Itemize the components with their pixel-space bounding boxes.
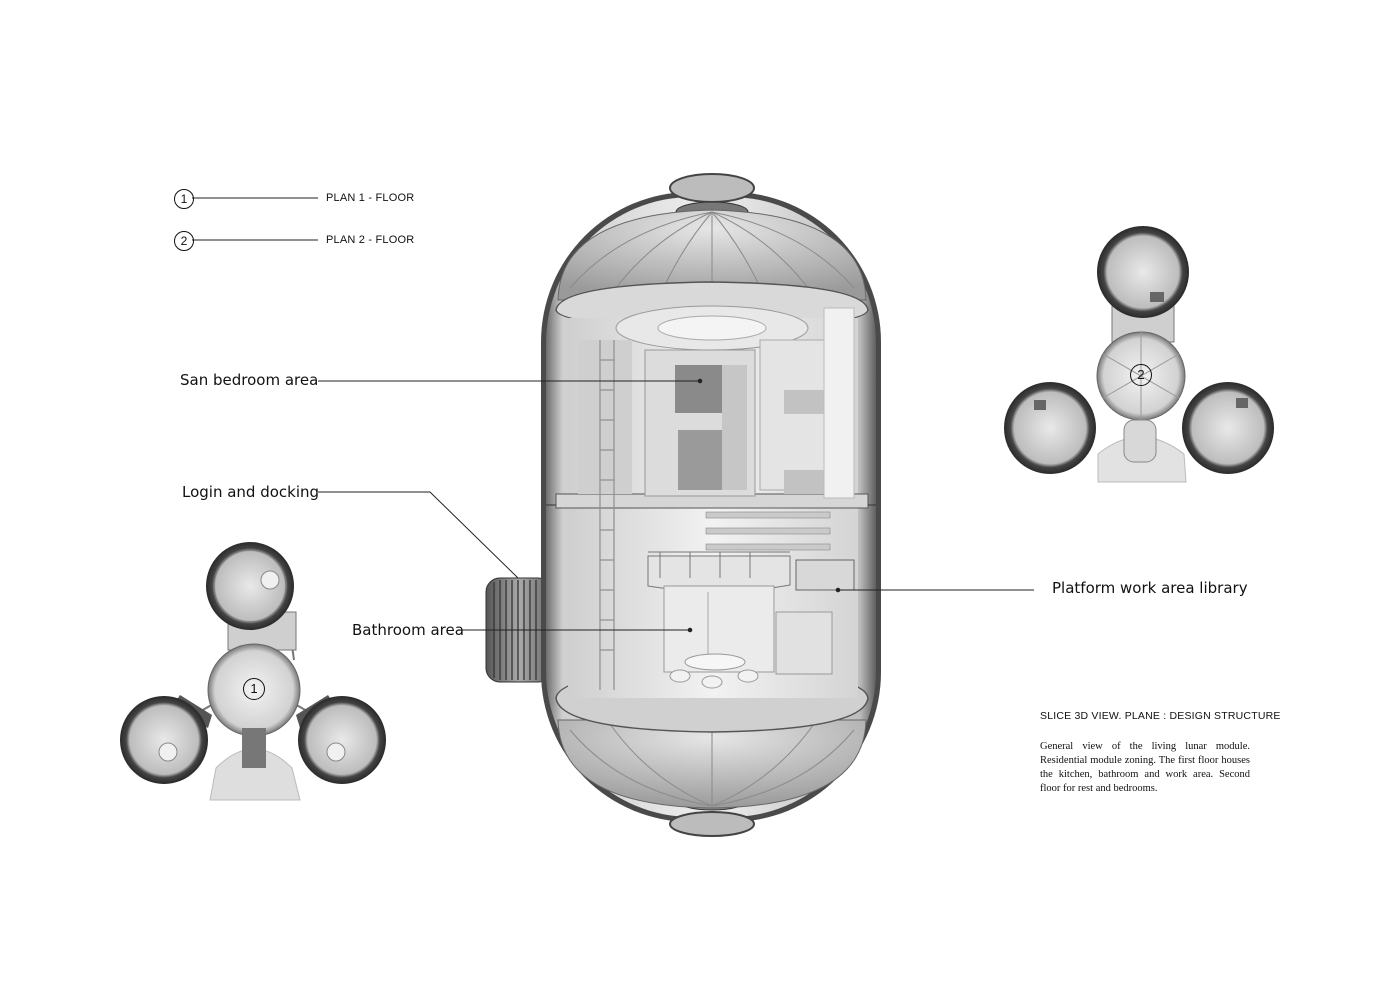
legend-number-2: 2: [174, 231, 194, 251]
capsule-shell: [541, 173, 881, 837]
plan-2-marker: 2: [1130, 364, 1152, 386]
callout-platform: Platform work area library: [1052, 579, 1248, 597]
plan-1-marker: 1: [243, 678, 265, 700]
callout-bathroom: Bathroom area: [352, 621, 464, 639]
description-body: General view of the living lunar module.…: [1040, 741, 1250, 794]
legend-label-plan-2: PLAN 2 - FLOOR: [326, 234, 415, 246]
plan-2-floor: [1004, 226, 1274, 483]
callout-docking: Login and docking: [182, 483, 320, 501]
plan-1-floor: [120, 542, 386, 801]
legend-lines: [192, 197, 318, 241]
legend-label-plan-1: PLAN 1 - FLOOR: [326, 192, 415, 204]
callout-lines: [318, 378, 1034, 633]
description-title: SLICE 3D VIEW. PLANE : DESIGN STRUCTURE: [1040, 710, 1281, 722]
legend-number-1: 1: [174, 189, 194, 209]
callout-bedroom: San bedroom area: [180, 371, 319, 389]
